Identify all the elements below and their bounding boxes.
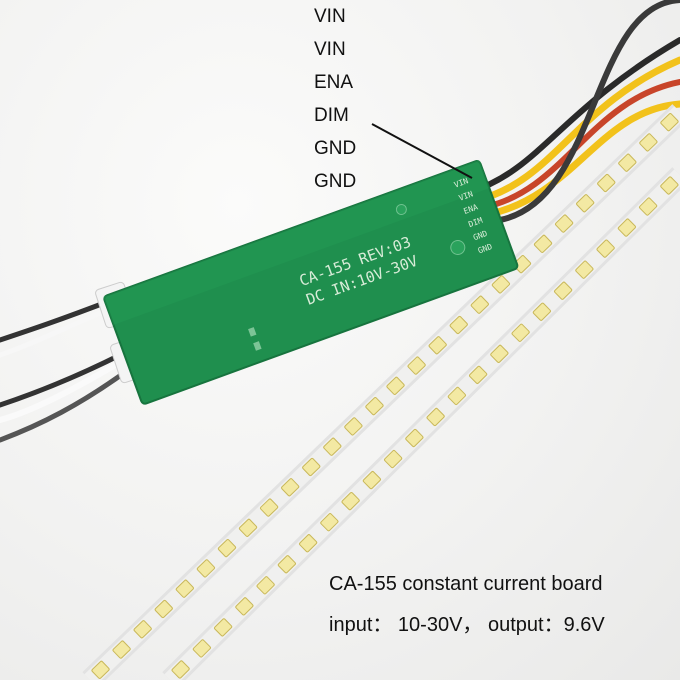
led-chip xyxy=(299,534,318,553)
led-chip xyxy=(154,599,173,619)
led-chip xyxy=(490,344,509,363)
led-chip xyxy=(175,579,194,598)
led-chip xyxy=(365,397,384,416)
led-chip xyxy=(323,437,342,456)
caption-specs: input： 10-30V， output：9.6V xyxy=(329,614,605,636)
led-chip xyxy=(491,275,510,294)
led-chip xyxy=(320,513,339,532)
led-chip xyxy=(576,194,595,213)
led-chip xyxy=(171,660,190,679)
pin-label-ena: ENA xyxy=(314,72,354,93)
led-chip xyxy=(407,356,426,375)
pin-label-vin-2: VIN xyxy=(314,39,346,60)
led-chip xyxy=(112,640,131,659)
driver-board: CA-155 REV:03 DC IN:10V-30V VINVINENADIM… xyxy=(103,159,519,405)
led-chip xyxy=(554,281,573,300)
led-chip xyxy=(302,457,321,477)
led-chip xyxy=(511,323,530,342)
led-chip xyxy=(405,428,424,448)
led-chip xyxy=(196,559,215,578)
output-wires xyxy=(0,297,131,443)
led-chip xyxy=(597,173,616,193)
led-chip xyxy=(660,113,679,132)
led-chip xyxy=(618,153,637,172)
led-chip xyxy=(469,365,488,384)
led-chip xyxy=(281,478,300,497)
led-chip xyxy=(214,618,233,637)
led-chip xyxy=(217,539,237,558)
led-chip xyxy=(341,492,360,511)
led-chip xyxy=(639,133,658,152)
led-chip xyxy=(660,176,679,195)
led-chip xyxy=(449,315,468,335)
caption-title: CA-155 constant current board xyxy=(329,573,603,595)
led-chip xyxy=(260,498,279,517)
led-chip xyxy=(133,620,152,639)
led-chip xyxy=(277,555,296,574)
pin-label-gnd-2: GND xyxy=(314,171,357,192)
led-chip xyxy=(596,239,615,258)
led-chip xyxy=(575,260,594,279)
led-chips-strip-1 xyxy=(91,113,679,679)
led-chip xyxy=(532,302,551,321)
led-chip xyxy=(192,639,211,658)
led-chip xyxy=(447,386,466,406)
led-chip xyxy=(428,336,447,355)
led-chip xyxy=(91,660,110,679)
pin-label-vin-1: VIN xyxy=(314,6,346,27)
led-chip xyxy=(617,218,636,237)
led-chip xyxy=(235,597,254,616)
led-strip-2 xyxy=(162,167,680,680)
led-chip xyxy=(426,407,445,427)
led-chip xyxy=(639,197,658,216)
pin-label-gnd-1: GND xyxy=(314,138,357,159)
led-chips-strip-2 xyxy=(171,176,679,679)
led-chip xyxy=(362,471,381,490)
input-wires xyxy=(467,0,680,223)
led-chip xyxy=(470,295,489,314)
led-chip xyxy=(344,417,363,436)
pin-label-dim: DIM xyxy=(314,105,349,126)
led-chip xyxy=(386,376,405,395)
led-chip xyxy=(533,234,553,253)
dim-pointer-line xyxy=(371,123,473,179)
led-chip xyxy=(384,449,403,469)
led-chip xyxy=(555,214,574,233)
led-chip xyxy=(256,576,275,595)
led-chip xyxy=(238,518,258,537)
